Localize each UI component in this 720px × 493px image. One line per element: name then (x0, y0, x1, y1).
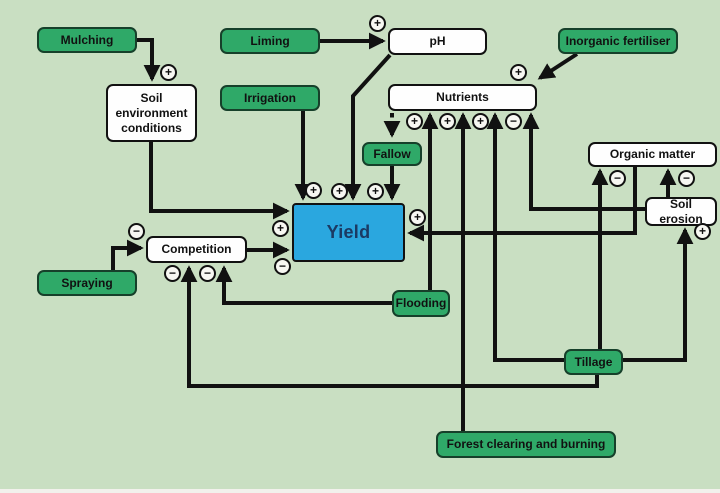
node-nutrients: Nutrients (388, 84, 537, 111)
node-organic-matter-label: Organic matter (609, 147, 696, 161)
node-forest-clearing-and-burning: Forest clearing and burning (436, 431, 616, 458)
sign-plus-tillage-nutrients: + (472, 113, 489, 130)
node-irrigation: Irrigation (220, 85, 320, 111)
sign-minus-tillage-competition: − (164, 265, 181, 282)
node-soil-environment-conditions: Soil environment conditions (106, 84, 197, 142)
bottom-edge-strip (0, 489, 720, 493)
node-competition: Competition (146, 236, 247, 263)
node-soil-erosion-label: Soil erosion (659, 196, 703, 226)
node-yield: Yield (292, 203, 405, 262)
node-organic-matter: Organic matter (588, 142, 717, 167)
arrow-mulching-to-soil-env (137, 38, 161, 82)
sign-minus-competition-yield: − (274, 258, 291, 275)
node-soil-erosion: Soil erosion (645, 197, 717, 226)
node-competition-label: Competition (161, 242, 232, 256)
node-spraying-label: Spraying (61, 275, 113, 290)
sign-plus-fallow-yield: + (367, 183, 384, 200)
arrow-ph-to-yield (344, 53, 392, 201)
node-nutrients-label: Nutrients (436, 90, 489, 104)
node-inorganic-fertiliser-label: Inorganic fertiliser (565, 33, 671, 48)
sign-plus-inorganic-nutrients: + (510, 64, 527, 81)
arrow-organic-matter-to-yield (407, 167, 637, 242)
node-soil-env-label: Soil environment conditions (115, 90, 188, 135)
sign-plus-mulching-soil-env: + (160, 64, 177, 81)
node-irrigation-label: Irrigation (243, 90, 296, 105)
sign-minus-soil-erosion-nutrients: − (505, 113, 522, 130)
node-fallow-label: Fallow (373, 146, 411, 161)
sign-minus-flooding-competition: − (199, 265, 216, 282)
arrow-spraying-to-competition (111, 239, 144, 270)
sign-plus-tillage-soil-erosion: + (694, 223, 711, 240)
arrow-tillage-to-competition (180, 265, 599, 388)
sign-minus-soil-erosion-organic-matter: − (678, 170, 695, 187)
node-inorganic-fertiliser: Inorganic fertiliser (558, 28, 678, 54)
sign-minus-tillage-organic-matter: − (609, 170, 626, 187)
node-ph: pH (388, 28, 487, 55)
node-mulching: Mulching (37, 27, 137, 53)
node-tillage-label: Tillage (574, 354, 613, 369)
arrow-tillage-to-soil-erosion (623, 227, 694, 362)
sign-plus-soil-env-yield: + (272, 220, 289, 237)
node-ph-label: pH (429, 34, 446, 48)
node-tillage: Tillage (564, 349, 623, 375)
sign-plus-forest-nutrients: + (439, 113, 456, 130)
sign-minus-spraying-competition: − (128, 223, 145, 240)
arrow-inorganic-fertiliser-to-nutrients (537, 52, 579, 80)
node-spraying: Spraying (37, 270, 137, 296)
node-fallow: Fallow (362, 142, 422, 166)
arrow-soil-erosion-to-nutrients (522, 112, 645, 211)
node-yield-label: Yield (326, 222, 371, 243)
node-forest-clearing-label: Forest clearing and burning (446, 437, 606, 451)
sign-plus-ph-yield: + (331, 183, 348, 200)
node-flooding: Flooding (392, 290, 450, 317)
node-liming-label: Liming (250, 33, 290, 48)
sign-plus-organic-matter-yield: + (409, 209, 426, 226)
sign-plus-flooding-nutrients: + (406, 113, 423, 130)
arrow-soil-env-to-yield (149, 142, 290, 220)
sign-plus-irrigation-yield: + (305, 182, 322, 199)
node-liming: Liming (220, 28, 320, 54)
arrow-flooding-to-competition (215, 265, 392, 305)
node-flooding-label: Flooding (395, 296, 447, 310)
node-mulching-label: Mulching (60, 32, 114, 47)
sign-plus-liming-ph: + (369, 15, 386, 32)
arrow-tillage-to-nutrients (486, 112, 564, 362)
